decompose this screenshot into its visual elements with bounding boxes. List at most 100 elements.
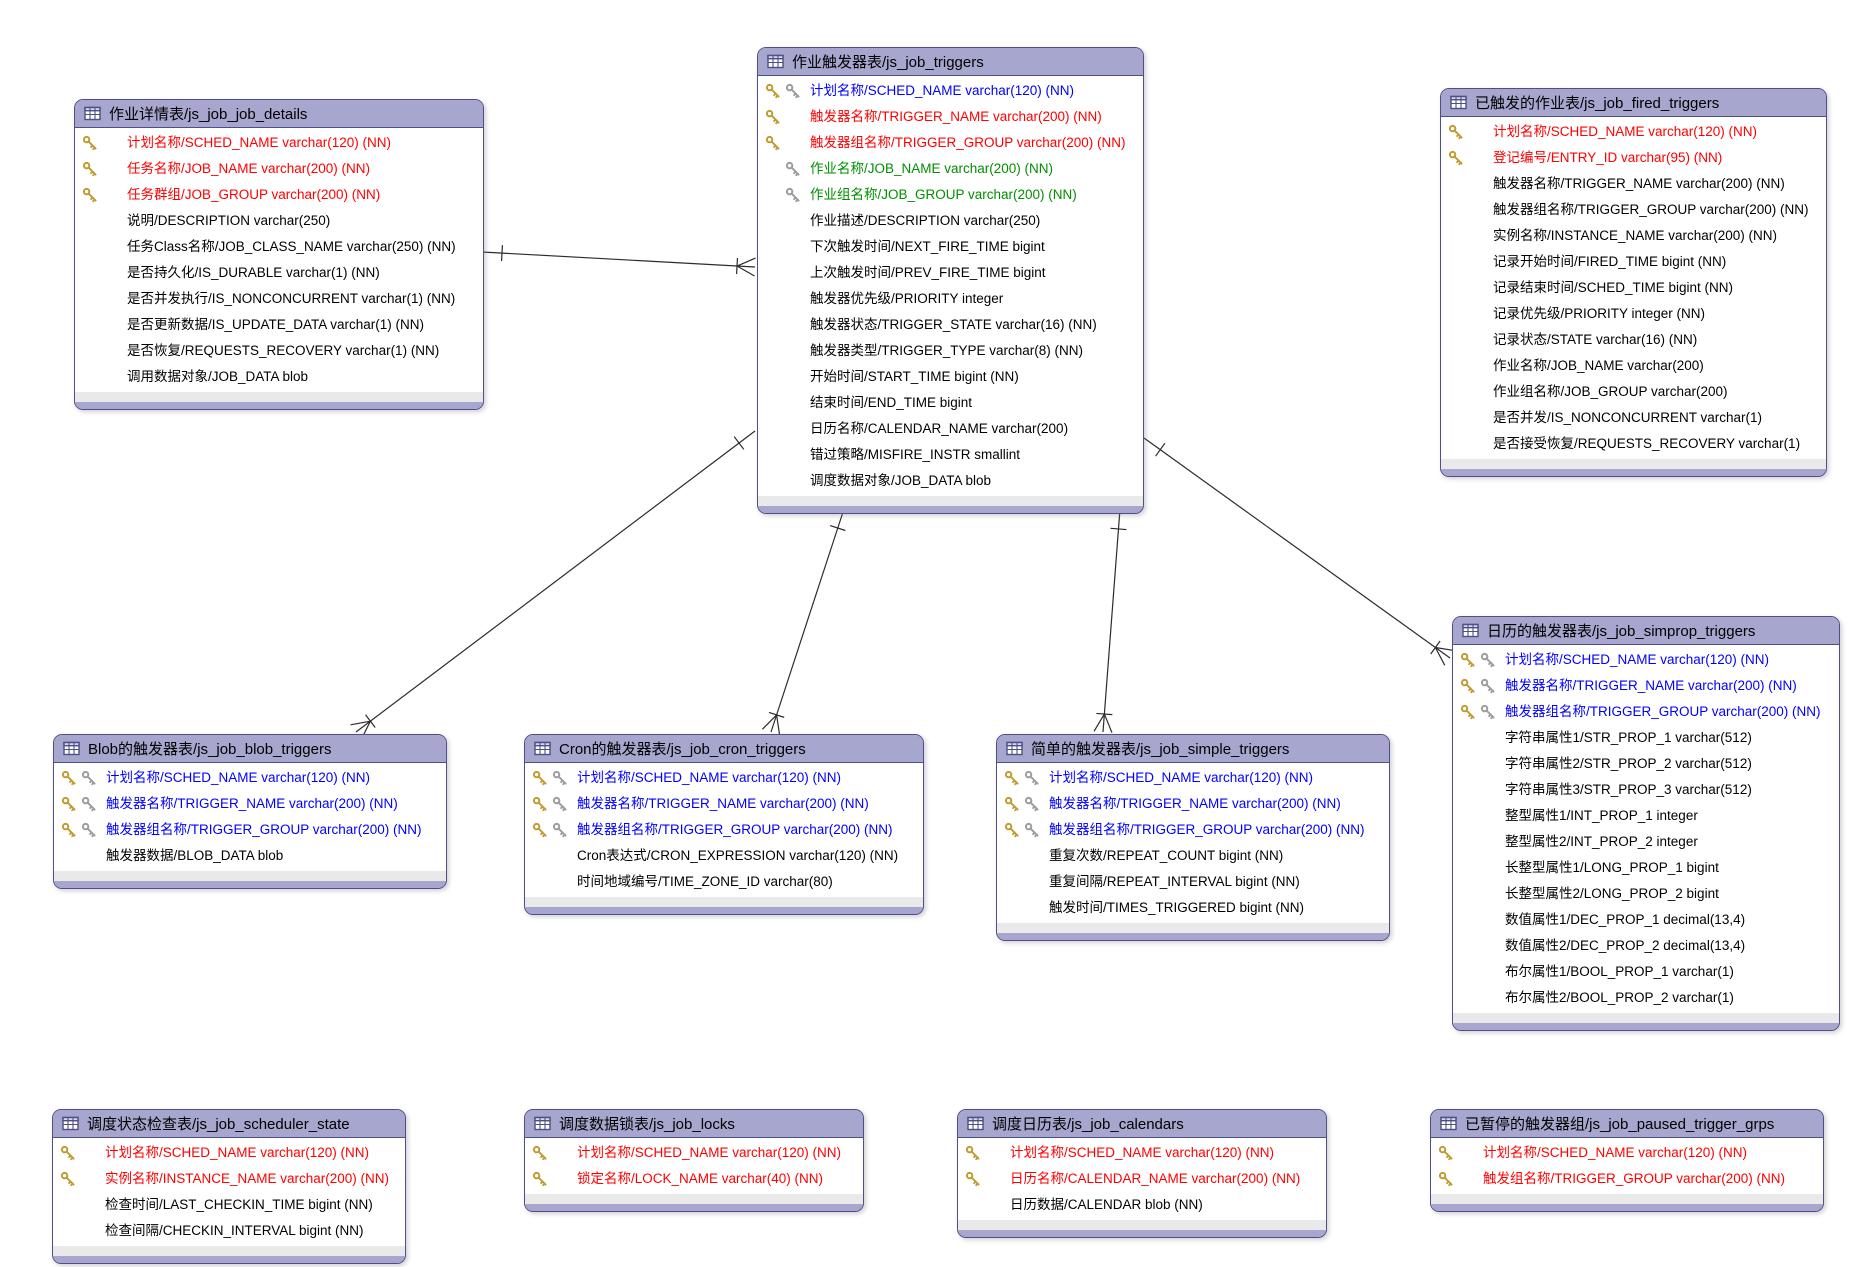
relationship-triggers-to-simprop-triggers[interactable] <box>1143 437 1456 666</box>
column-row[interactable]: 长整型属性1/LONG_PROP_1 bigint <box>1453 855 1839 881</box>
column-row[interactable]: 触发器名称/TRIGGER_NAME varchar(200) (NN) <box>1453 673 1839 699</box>
column-row[interactable]: 是否更新数据/IS_UPDATE_DATA varchar(1) (NN) <box>75 312 483 338</box>
column-row[interactable]: 计划名称/SCHED_NAME varchar(120) (NN) <box>1441 119 1826 145</box>
column-row[interactable]: 计划名称/SCHED_NAME varchar(120) (NN) <box>958 1140 1326 1166</box>
column-row[interactable]: 调度数据对象/JOB_DATA blob <box>758 468 1143 494</box>
table-header[interactable]: Blob的触发器表/js_job_blob_triggers <box>54 735 446 763</box>
column-row[interactable]: 是否接受恢复/REQUESTS_RECOVERY varchar(1) <box>1441 431 1826 457</box>
table-header[interactable]: 调度状态检查表/js_job_scheduler_state <box>53 1110 405 1138</box>
column-row[interactable]: 布尔属性1/BOOL_PROP_1 varchar(1) <box>1453 959 1839 985</box>
column-row[interactable]: 锁定名称/LOCK_NAME varchar(40) (NN) <box>525 1166 863 1192</box>
column-row[interactable]: 是否并发/IS_NONCONCURRENT varchar(1) <box>1441 405 1826 431</box>
column-row[interactable]: 重复次数/REPEAT_COUNT bigint (NN) <box>997 843 1389 869</box>
column-row[interactable]: 计划名称/SCHED_NAME varchar(120) (NN) <box>997 765 1389 791</box>
column-row[interactable]: 触发器数据/BLOB_DATA blob <box>54 843 446 869</box>
relationship-job_details-to-triggers[interactable] <box>481 245 756 277</box>
column-row[interactable]: 字符串属性2/STR_PROP_2 varchar(512) <box>1453 751 1839 777</box>
column-row[interactable]: 是否并发执行/IS_NONCONCURRENT varchar(1) (NN) <box>75 286 483 312</box>
column-row[interactable]: 触发器组名称/TRIGGER_GROUP varchar(200) (NN) <box>997 817 1389 843</box>
column-row[interactable]: 上次触发时间/PREV_FIRE_TIME bigint <box>758 260 1143 286</box>
table-header[interactable]: 调度日历表/js_job_calendars <box>958 1110 1326 1138</box>
column-row[interactable]: 记录优先级/PRIORITY integer (NN) <box>1441 301 1826 327</box>
table-header[interactable]: 作业详情表/js_job_job_details <box>75 100 483 128</box>
column-row[interactable]: 触发器组名称/TRIGGER_GROUP varchar(200) (NN) <box>54 817 446 843</box>
relationship-triggers-to-blob-triggers[interactable] <box>350 430 756 740</box>
relationship-triggers-to-cron-triggers[interactable] <box>762 508 846 735</box>
table-header[interactable]: 已暂停的触发器组/js_job_paused_trigger_grps <box>1431 1110 1823 1138</box>
column-row[interactable]: 开始时间/START_TIME bigint (NN) <box>758 364 1143 390</box>
column-row[interactable]: 数值属性2/DEC_PROP_2 decimal(13,4) <box>1453 933 1839 959</box>
column-row[interactable]: 字符串属性1/STR_PROP_1 varchar(512) <box>1453 725 1839 751</box>
column-row[interactable]: 作业描述/DESCRIPTION varchar(250) <box>758 208 1143 234</box>
column-row[interactable]: 任务群组/JOB_GROUP varchar(200) (NN) <box>75 182 483 208</box>
column-row[interactable]: 触发器状态/TRIGGER_STATE varchar(16) (NN) <box>758 312 1143 338</box>
column-row[interactable]: 计划名称/SCHED_NAME varchar(120) (NN) <box>758 78 1143 104</box>
column-row[interactable]: 时间地域编号/TIME_ZONE_ID varchar(80) <box>525 869 923 895</box>
column-row[interactable]: 触发器组名称/TRIGGER_GROUP varchar(200) (NN) <box>1441 197 1826 223</box>
table-header[interactable]: 日历的触发器表/js_job_simprop_triggers <box>1453 617 1839 645</box>
column-row[interactable]: 计划名称/SCHED_NAME varchar(120) (NN) <box>1453 647 1839 673</box>
column-row[interactable]: 检查间隔/CHECKIN_INTERVAL bigint (NN) <box>53 1218 405 1244</box>
column-row[interactable]: 触发器名称/TRIGGER_NAME varchar(200) (NN) <box>1441 171 1826 197</box>
column-row[interactable]: 字符串属性3/STR_PROP_3 varchar(512) <box>1453 777 1839 803</box>
column-row[interactable]: 触发器优先级/PRIORITY integer <box>758 286 1143 312</box>
column-row[interactable]: 日历名称/CALENDAR_NAME varchar(200) (NN) <box>958 1166 1326 1192</box>
column-row[interactable]: 作业名称/JOB_NAME varchar(200) <box>1441 353 1826 379</box>
column-row[interactable]: 数值属性1/DEC_PROP_1 decimal(13,4) <box>1453 907 1839 933</box>
column-row[interactable]: 计划名称/SCHED_NAME varchar(120) (NN) <box>1431 1140 1823 1166</box>
column-row[interactable]: 触发器组名称/TRIGGER_GROUP varchar(200) (NN) <box>758 130 1143 156</box>
column-row[interactable]: 触发器名称/TRIGGER_NAME varchar(200) (NN) <box>525 791 923 817</box>
table-header[interactable]: 简单的触发器表/js_job_simple_triggers <box>997 735 1389 763</box>
column-row[interactable]: 整型属性2/INT_PROP_2 integer <box>1453 829 1839 855</box>
column-row[interactable]: 计划名称/SCHED_NAME varchar(120) (NN) <box>54 765 446 791</box>
column-row[interactable]: 记录状态/STATE varchar(16) (NN) <box>1441 327 1826 353</box>
column-row[interactable]: 作业组名称/JOB_GROUP varchar(200) (NN) <box>758 182 1143 208</box>
column-row[interactable]: 触发组名称/TRIGGER_GROUP varchar(200) (NN) <box>1431 1166 1823 1192</box>
column-row[interactable]: 是否恢复/REQUESTS_RECOVERY varchar(1) (NN) <box>75 338 483 364</box>
column-row[interactable]: 是否持久化/IS_DURABLE varchar(1) (NN) <box>75 260 483 286</box>
column-row[interactable]: 记录开始时间/FIRED_TIME bigint (NN) <box>1441 249 1826 275</box>
column-row[interactable]: 调用数据对象/JOB_DATA blob <box>75 364 483 390</box>
column-row[interactable]: 重复间隔/REPEAT_INTERVAL bigint (NN) <box>997 869 1389 895</box>
column-row[interactable]: 触发时间/TIMES_TRIGGERED bigint (NN) <box>997 895 1389 921</box>
column-row[interactable]: 整型属性1/INT_PROP_1 integer <box>1453 803 1839 829</box>
column-row[interactable]: 计划名称/SCHED_NAME varchar(120) (NN) <box>525 1140 863 1166</box>
column-row[interactable]: 错过策略/MISFIRE_INSTR smallint <box>758 442 1143 468</box>
column-row[interactable]: 计划名称/SCHED_NAME varchar(120) (NN) <box>53 1140 405 1166</box>
column-row[interactable]: 检查时间/LAST_CHECKIN_TIME bigint (NN) <box>53 1192 405 1218</box>
column-row[interactable]: Cron表达式/CRON_EXPRESSION varchar(120) (NN… <box>525 843 923 869</box>
column-row[interactable]: 日历名称/CALENDAR_NAME varchar(200) <box>758 416 1143 442</box>
column-row[interactable]: 任务Class名称/JOB_CLASS_NAME varchar(250) (N… <box>75 234 483 260</box>
column-row[interactable]: 计划名称/SCHED_NAME varchar(120) (NN) <box>525 765 923 791</box>
column-row[interactable]: 布尔属性2/BOOL_PROP_2 varchar(1) <box>1453 985 1839 1011</box>
table-header[interactable]: 作业触发器表/js_job_triggers <box>758 48 1143 76</box>
column-row[interactable]: 实例名称/INSTANCE_NAME varchar(200) (NN) <box>1441 223 1826 249</box>
column-row[interactable]: 结束时间/END_TIME bigint <box>758 390 1143 416</box>
column-row[interactable]: 长整型属性2/LONG_PROP_2 bigint <box>1453 881 1839 907</box>
column-row[interactable]: 触发器名称/TRIGGER_NAME varchar(200) (NN) <box>997 791 1389 817</box>
column-row[interactable]: 日历数据/CALENDAR blob (NN) <box>958 1192 1326 1218</box>
column-row[interactable]: 登记编号/ENTRY_ID varchar(95) (NN) <box>1441 145 1826 171</box>
column-row[interactable]: 作业名称/JOB_NAME varchar(200) (NN) <box>758 156 1143 182</box>
column-row[interactable]: 下次触发时间/NEXT_FIRE_TIME bigint <box>758 234 1143 260</box>
column-row[interactable]: 任务名称/JOB_NAME varchar(200) (NN) <box>75 156 483 182</box>
column-row[interactable]: 说明/DESCRIPTION varchar(250) <box>75 208 483 234</box>
column-row[interactable]: 触发器名称/TRIGGER_NAME varchar(200) (NN) <box>54 791 446 817</box>
table-header[interactable]: 已触发的作业表/js_job_fired_triggers <box>1441 89 1826 117</box>
column-row[interactable]: 触发器名称/TRIGGER_NAME varchar(200) (NN) <box>758 104 1143 130</box>
column-row[interactable]: 计划名称/SCHED_NAME varchar(120) (NN) <box>75 130 483 156</box>
column-row[interactable]: 触发器类型/TRIGGER_TYPE varchar(8) (NN) <box>758 338 1143 364</box>
relationship-triggers-to-simple-triggers[interactable] <box>1093 508 1127 733</box>
column-row[interactable]: 触发器组名称/TRIGGER_GROUP varchar(200) (NN) <box>525 817 923 843</box>
